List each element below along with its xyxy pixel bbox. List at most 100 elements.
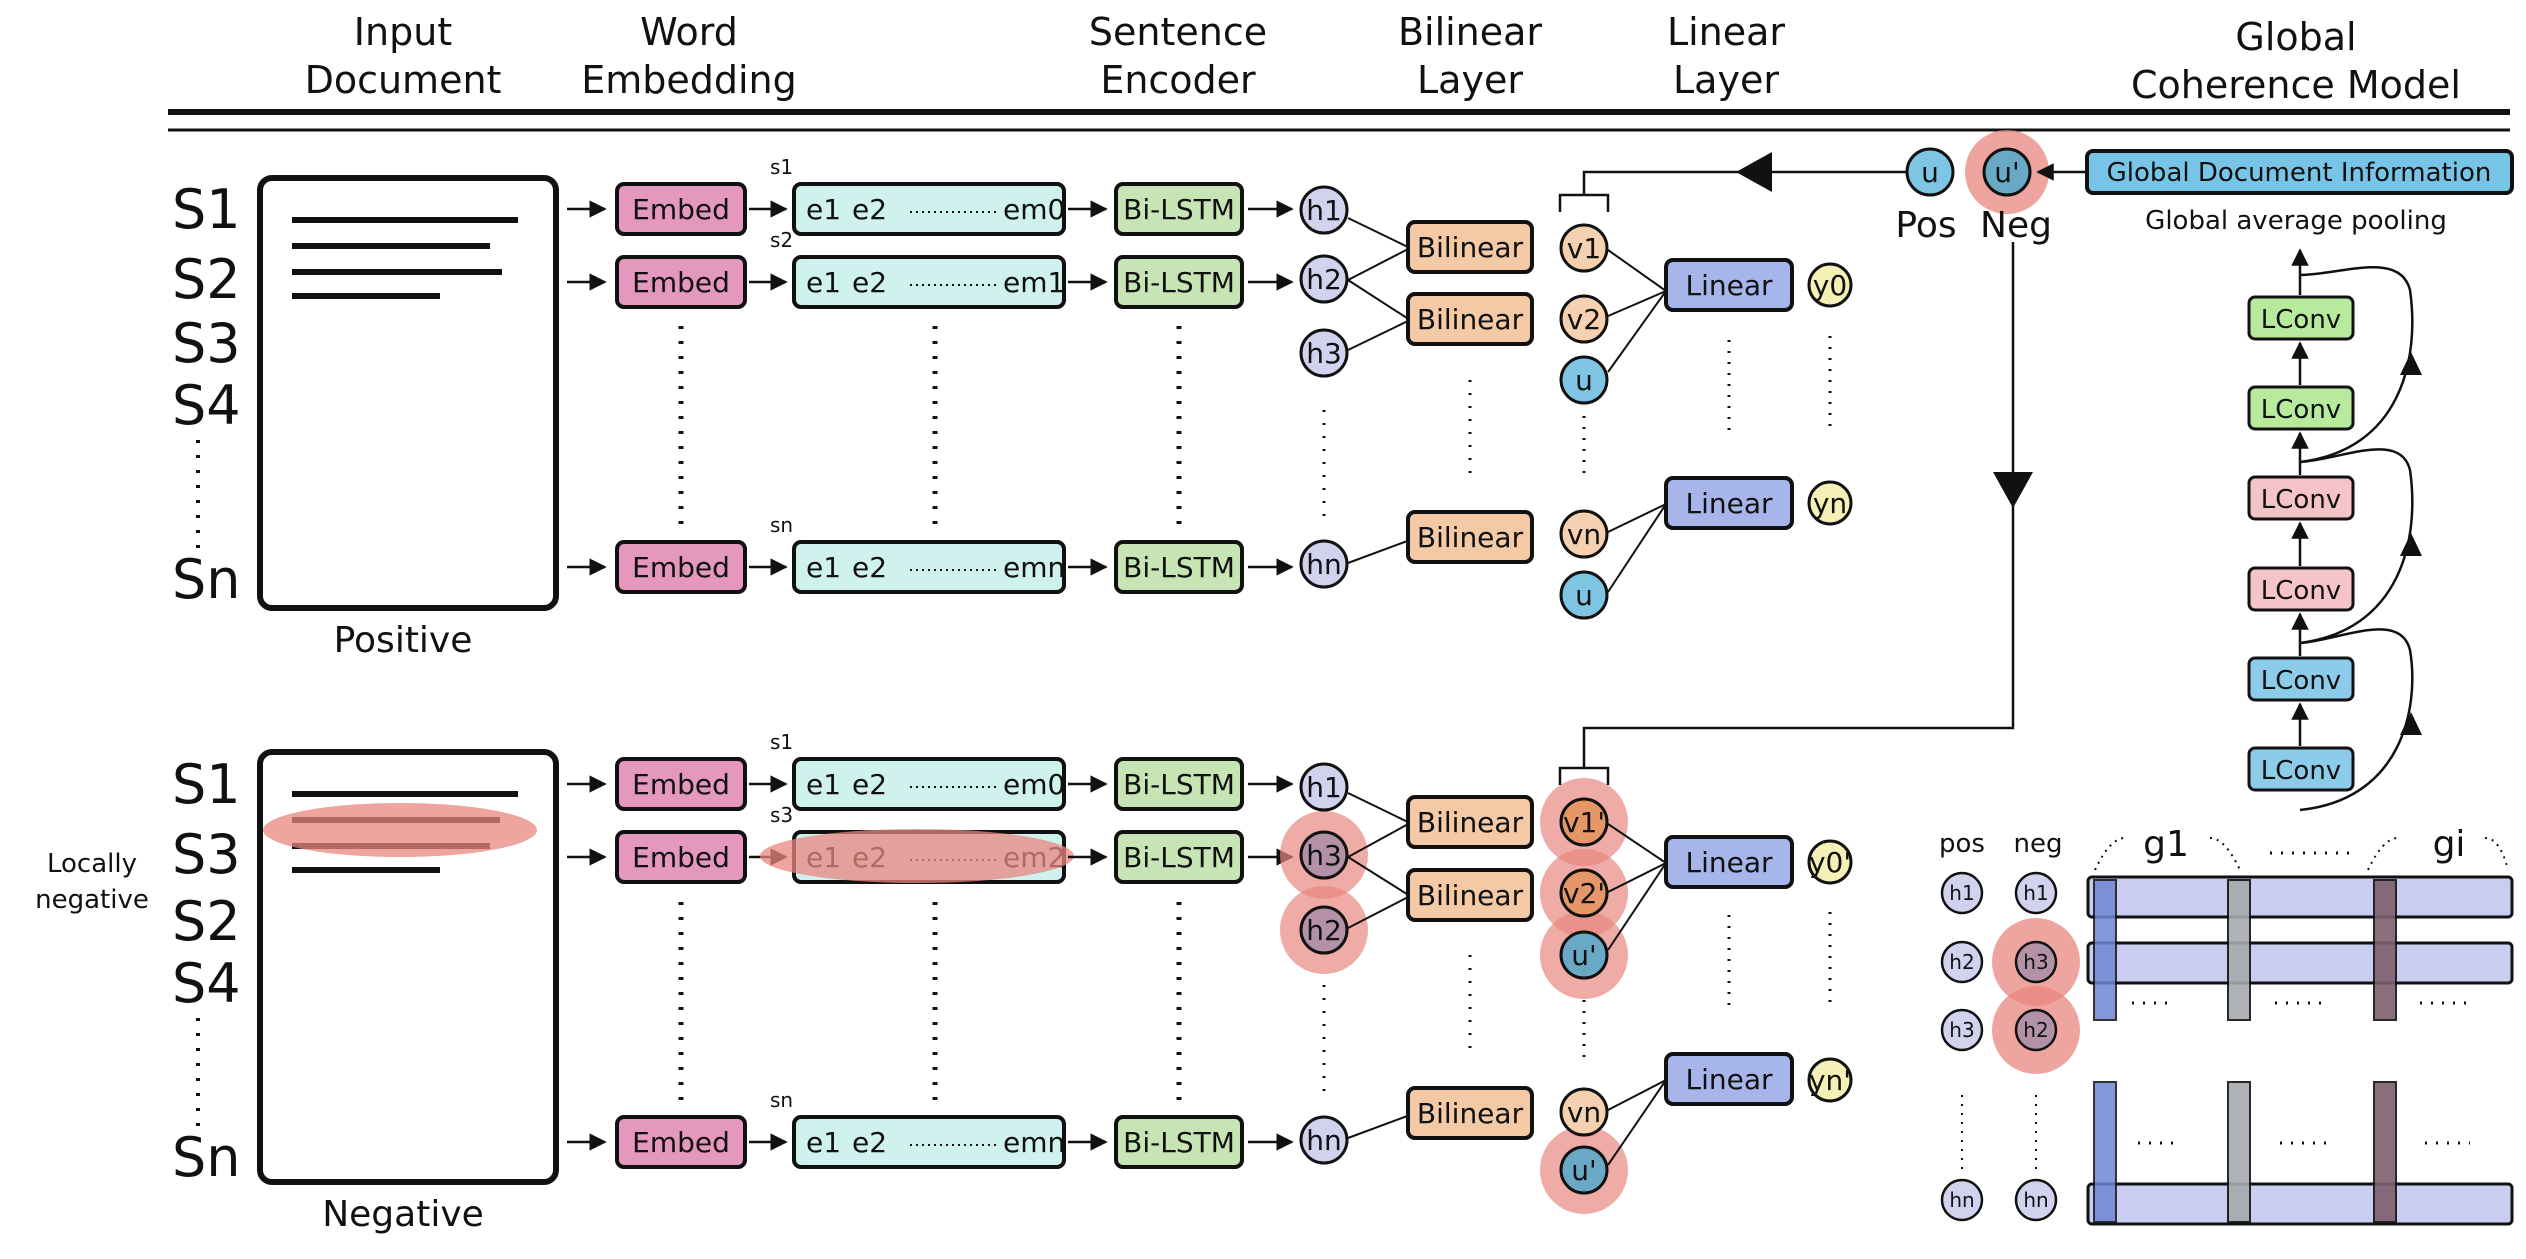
window-bar: [2093, 879, 2117, 1021]
window-bar: [2373, 1081, 2397, 1223]
hidden-label: hn: [1306, 1124, 1342, 1157]
hidden-label: h1: [1306, 771, 1342, 804]
e1-label: e1: [806, 193, 841, 226]
row-tag: s2: [770, 228, 793, 252]
grid-pos-node: [1940, 1178, 1984, 1222]
e1-label: e1: [806, 266, 841, 299]
bilstm-box: [1114, 255, 1244, 309]
header-linear-line2: Layer: [1673, 58, 1779, 102]
lconv-label: LConv: [2261, 576, 2341, 606]
linear-box: [1664, 258, 1794, 312]
header-input-line1: Input: [354, 10, 452, 54]
u-prime-node: [1559, 930, 1609, 980]
output-node: [1807, 480, 1853, 526]
header-global-line2: Coherence Model: [2131, 63, 2461, 107]
embed-label: Embed: [632, 266, 730, 299]
negative-sentence-labels: S1 S3 S2 S4 Sn: [172, 753, 241, 1189]
header-word-line1: Word: [640, 10, 738, 54]
grid-neg-label: h3: [2023, 950, 2048, 974]
embed-label: Embed: [632, 193, 730, 226]
grid-bar: [2086, 1182, 2514, 1226]
row-tag: s1: [770, 730, 793, 754]
lconv-label: LConv: [2261, 305, 2341, 335]
output-node: [1807, 1057, 1853, 1103]
e2-label: e2: [852, 768, 887, 801]
negative-swap-highlight: [263, 803, 537, 857]
negative-document: [257, 749, 559, 1185]
hidden-label: h3: [1306, 839, 1342, 872]
output-node: [1807, 262, 1853, 308]
bilinear-label: Bilinear: [1417, 1097, 1524, 1130]
vector-node: [1559, 509, 1609, 559]
linear-box: [1664, 835, 1794, 889]
bilinear-box: [1406, 868, 1534, 922]
header-bilinear-line1: Bilinear: [1398, 10, 1542, 54]
bilinear-label: Bilinear: [1417, 806, 1524, 839]
vector-label: v1': [1563, 806, 1605, 839]
output-label: yn': [1809, 1064, 1851, 1097]
vector-label: v2': [1563, 877, 1605, 910]
embed-label: Embed: [632, 551, 730, 584]
embedding-row: [792, 182, 1066, 236]
grid-pos-header: pos: [1939, 829, 1985, 859]
hidden-node: [1299, 830, 1349, 880]
embed-box: [615, 757, 747, 811]
column-headers: Input Document Word Embedding Sentence E…: [305, 10, 2461, 107]
embedding-row: [792, 757, 1066, 811]
positive-sentence-labels: S1 S2 S3 S4 Sn: [172, 178, 241, 611]
bilstm-label: Bi-LSTM: [1123, 551, 1235, 584]
global-average-pooling-label: Global average pooling: [2145, 206, 2447, 236]
bilinear-box: [1406, 1086, 1534, 1140]
grid-pos-label: hn: [1949, 1188, 1974, 1212]
positive-label: Positive: [334, 620, 473, 661]
embed-label: Embed: [632, 841, 730, 874]
neg-label: Neg: [1980, 205, 2052, 246]
neg-sentence-label: S3: [172, 823, 241, 886]
header-bilinear-line2: Layer: [1417, 58, 1523, 102]
bilinear-box: [1406, 220, 1534, 274]
grid-neg-node: [2014, 1008, 2058, 1052]
hidden-label: h1: [1306, 194, 1342, 227]
e2-label: e2: [852, 266, 887, 299]
bilstm-box: [1114, 1115, 1244, 1169]
grid-pos-label: h3: [1949, 1018, 1974, 1042]
bilinear-box: [1406, 510, 1534, 564]
embedding-row: [792, 1115, 1066, 1169]
hidden-node: [1299, 254, 1349, 304]
pos-sentence-label: Sn: [172, 548, 241, 611]
grid-neg-label: h1: [2023, 881, 2048, 905]
positive-pipeline: Embed s1 e1 e2 em0 Bi-LSTM Embed s2 e1 e…: [567, 152, 1908, 620]
embed-label: Embed: [632, 768, 730, 801]
vector-label: u': [1571, 1154, 1596, 1187]
e1-label: e1: [806, 768, 841, 801]
lconv-box: [2247, 656, 2355, 702]
swapped-row-highlight: [760, 829, 1074, 883]
global-document-info-label: Global Document Information: [2107, 158, 2492, 188]
bilstm-box: [1114, 540, 1244, 594]
positive-document: [257, 175, 559, 611]
e1-label: e1: [806, 551, 841, 584]
grid-bar: [2086, 875, 2514, 919]
pos-sentence-label: S1: [172, 178, 241, 241]
grid-pos-label: h2: [1949, 950, 1974, 974]
bilinear-label: Bilinear: [1417, 521, 1524, 554]
bilstm-label: Bi-LSTM: [1123, 266, 1235, 299]
grid-neg-node: [2014, 940, 2058, 984]
bilstm-box: [1114, 182, 1244, 236]
embed-box: [615, 255, 747, 309]
bilinear-label: Bilinear: [1417, 879, 1524, 912]
lconv-label: LConv: [2261, 756, 2341, 786]
u-node: [1559, 355, 1609, 405]
global-u-label: u: [1921, 156, 1939, 189]
lconv-box: [2247, 385, 2355, 431]
row-tag: s3: [770, 803, 793, 827]
e2-label: e2: [852, 1126, 887, 1159]
vector-node: [1559, 797, 1609, 847]
embed-label: Embed: [632, 1126, 730, 1159]
e2-label: e2: [852, 551, 887, 584]
pos-sentence-label: S4: [172, 374, 241, 437]
bilinear-box: [1406, 292, 1534, 346]
g1-label: g1: [2143, 824, 2189, 865]
header-input-line2: Document: [305, 58, 502, 102]
grid-bar: [2086, 941, 2514, 985]
